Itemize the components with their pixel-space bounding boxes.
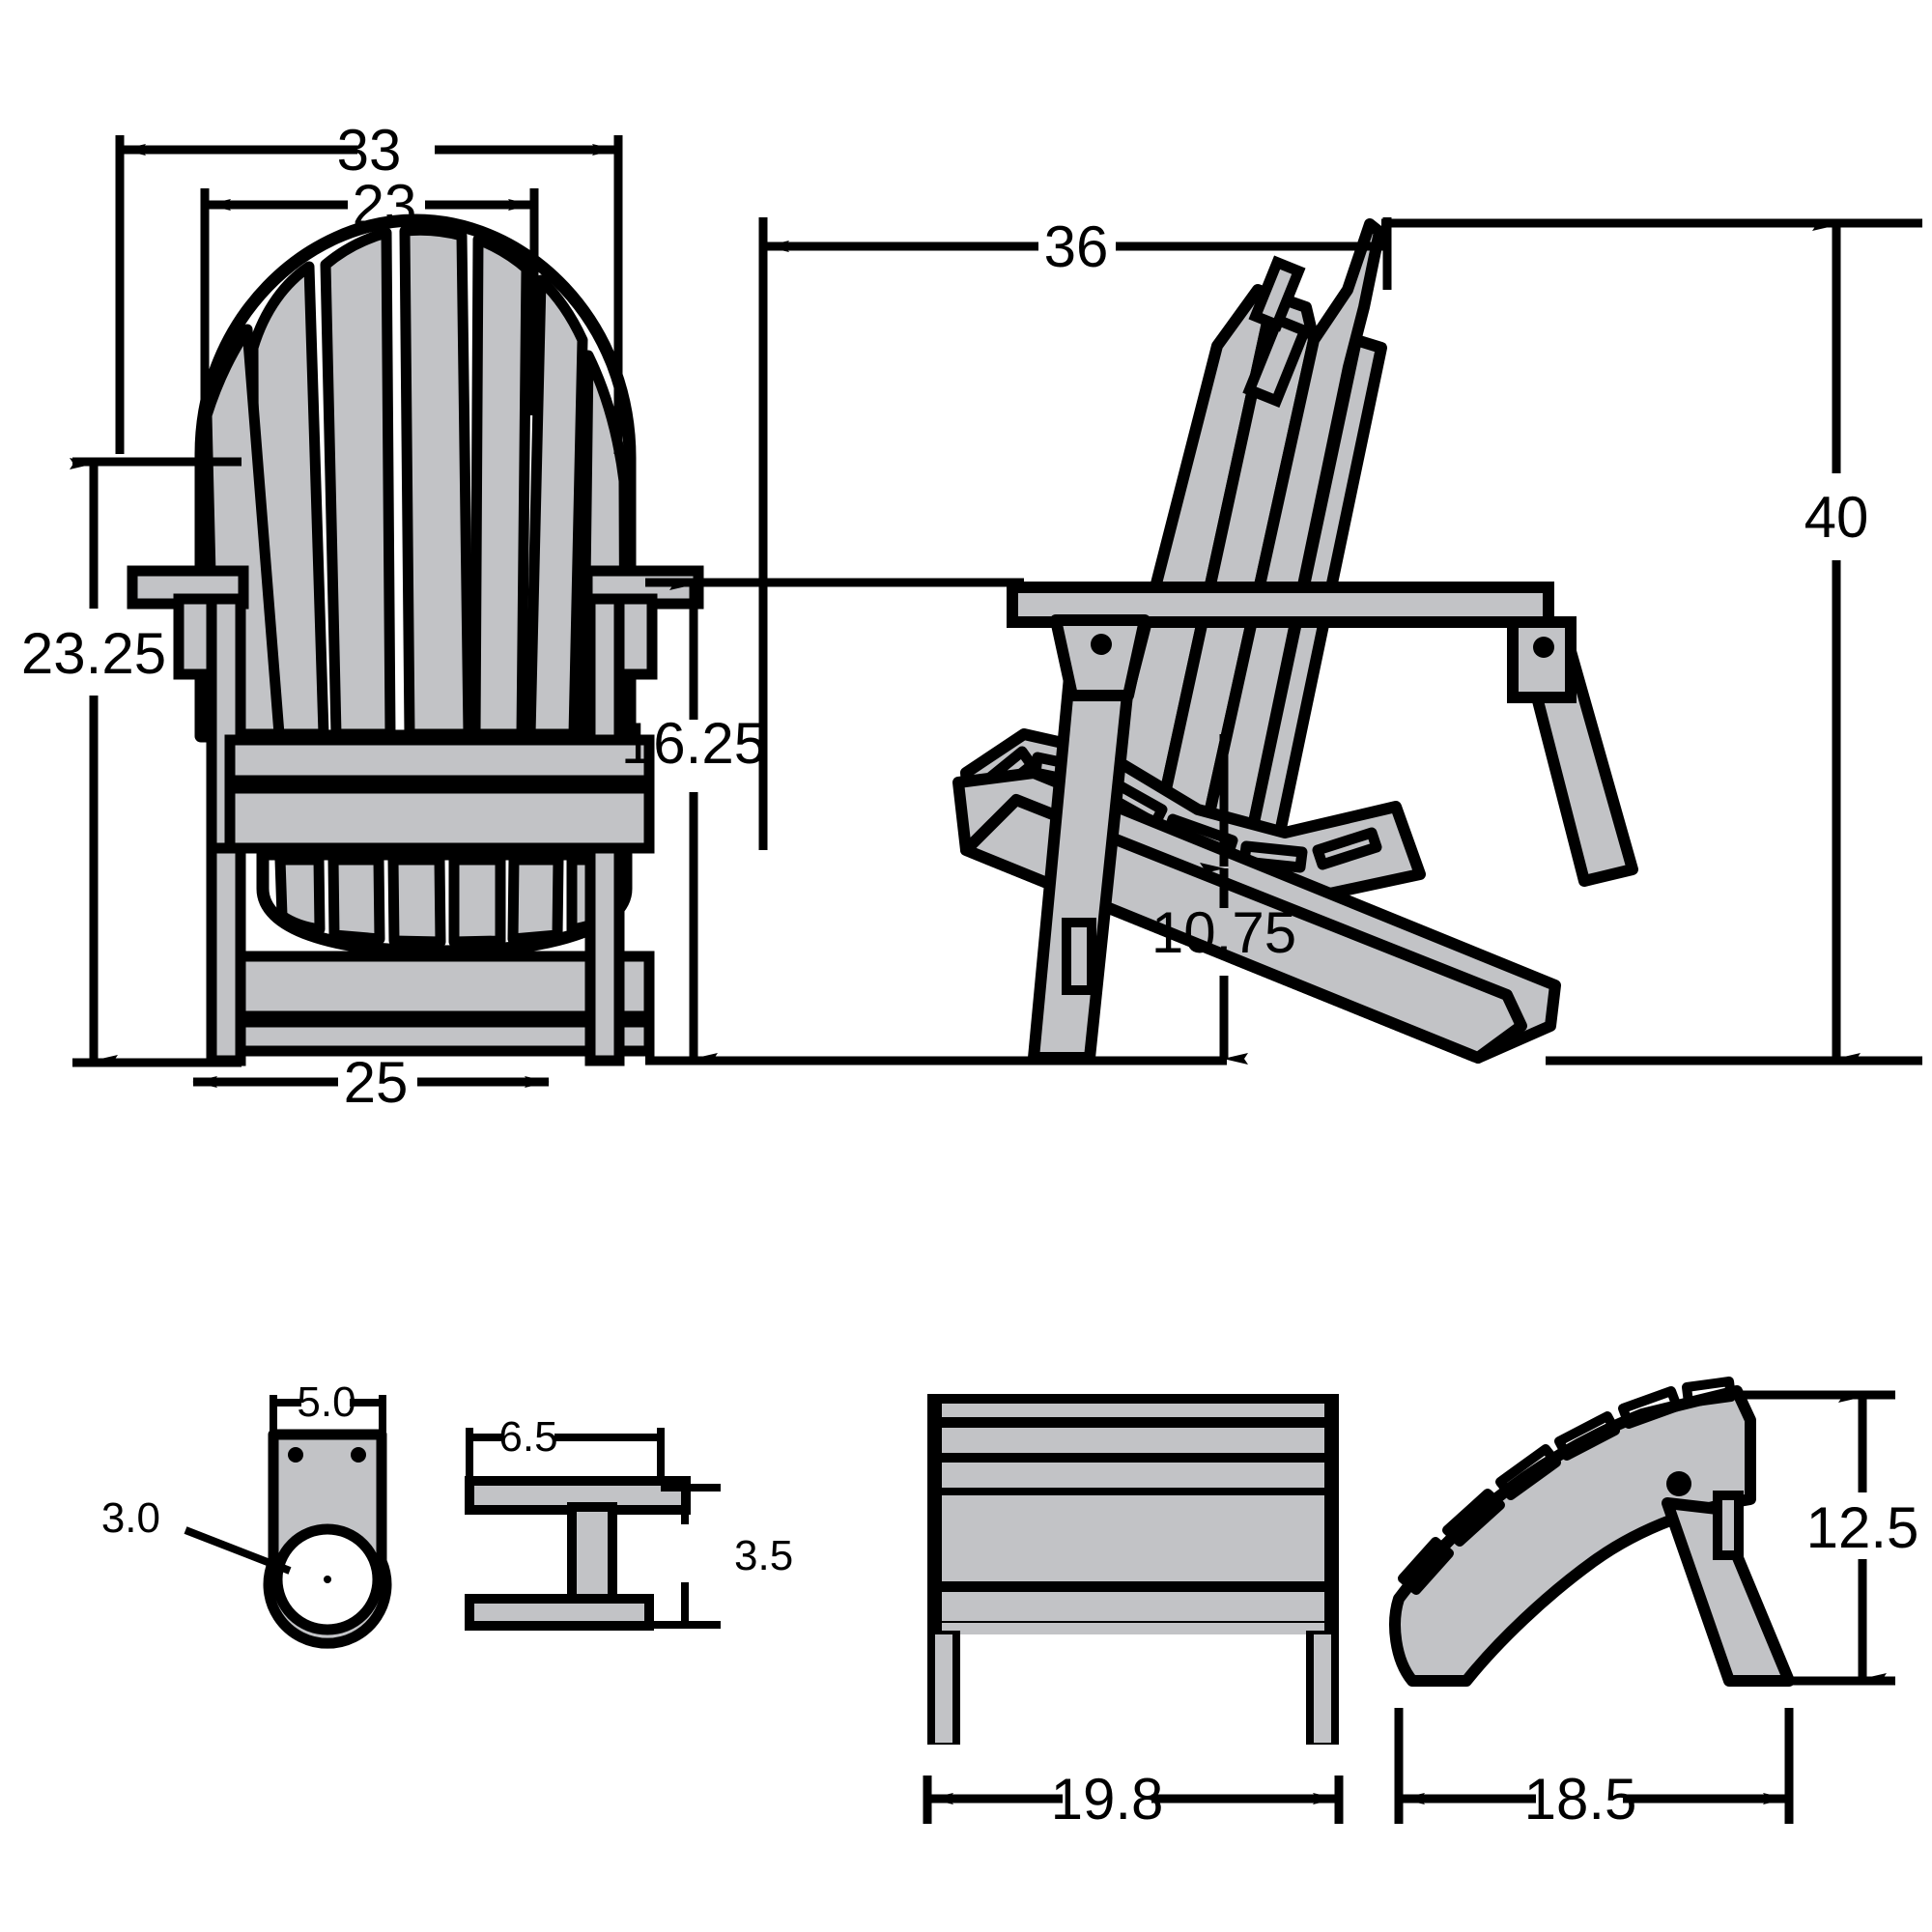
ottoman-bolt-hole: [1666, 1471, 1691, 1496]
dimension-label-ottoman-height: 12.5: [1806, 1495, 1919, 1560]
dimension-label-ottoman-width: 19.8: [1051, 1767, 1164, 1832]
ottoman-front-dimensions: [923, 1776, 1344, 1824]
cupholder-screw-hole-left: [288, 1447, 303, 1463]
ottoman-front-view: [927, 1394, 1339, 1745]
chair-front-view: [127, 213, 704, 1066]
dimension-label-overall-height: 40: [1804, 485, 1869, 550]
chair-back-slats: [201, 224, 631, 740]
ottoman-front-right-leg-fill: [1314, 1634, 1331, 1743]
bolt-hole-front-arm: [1091, 634, 1112, 655]
dimension-label-holder-depth: 6.5: [498, 1413, 557, 1461]
dimension-label-base-width: 25: [344, 1050, 409, 1115]
ottoman-leg-notch: [1713, 1491, 1744, 1560]
dimension-label-arm-height: 23.25: [21, 621, 166, 686]
ottoman-side-dimensions: [1394, 1390, 1895, 1824]
dimension-label-arm-height-side: 16.25: [621, 711, 766, 776]
dimension-label-back-width: 23: [353, 173, 417, 238]
cupholder-screw-hole-right: [351, 1447, 366, 1463]
dimension-label-overall-width: 33: [337, 118, 402, 183]
ottoman-front-left-leg-fill: [935, 1634, 952, 1743]
dimension-label-ottoman-depth: 18.5: [1524, 1767, 1637, 1832]
arm-rear-joint: [1507, 616, 1577, 703]
front-leg-notch: [1062, 918, 1096, 995]
cupholder-center-mark: [324, 1576, 331, 1583]
ottoman-front-slats: [942, 1404, 1324, 1634]
chair-left-arm: [127, 565, 249, 866]
cupholder-side-bottom-plate: [465, 1594, 654, 1631]
chair-seat-boards: [224, 734, 655, 854]
cupholder-side-web: [567, 1502, 617, 1608]
cupholder-top-view: [263, 1429, 392, 1649]
ottoman-side-slat-gaps: [1398, 1377, 1736, 1595]
front-view-dimensions: [70, 135, 623, 1088]
dimension-label-holder-height: 3.5: [734, 1532, 793, 1579]
dimension-label-holder-width: 5.0: [297, 1378, 355, 1426]
cupholder-top-dimensions: [184, 1395, 386, 1575]
chair-side-view: [952, 218, 1638, 1064]
dimension-label-seat-height: 10.75: [1151, 900, 1296, 965]
side-view-dimensions: [645, 217, 1922, 1065]
dimension-label-overall-depth: 36: [1044, 214, 1109, 279]
arm-support-bracket: [1050, 614, 1151, 701]
leader-line-30: [184, 1526, 292, 1575]
bolt-hole-rear-arm: [1533, 637, 1554, 658]
chair-front-right-leg: [584, 842, 625, 1066]
cupholder-side-dimensions: [466, 1428, 721, 1629]
chair-front-left-leg: [206, 842, 246, 1066]
ottoman-side-view: [1389, 1377, 1795, 1687]
backrest-brace-upper: [1242, 313, 1312, 408]
dimension-label-hole-diameter: 3.0: [101, 1494, 160, 1542]
backrest-brace-top: [1248, 255, 1306, 332]
